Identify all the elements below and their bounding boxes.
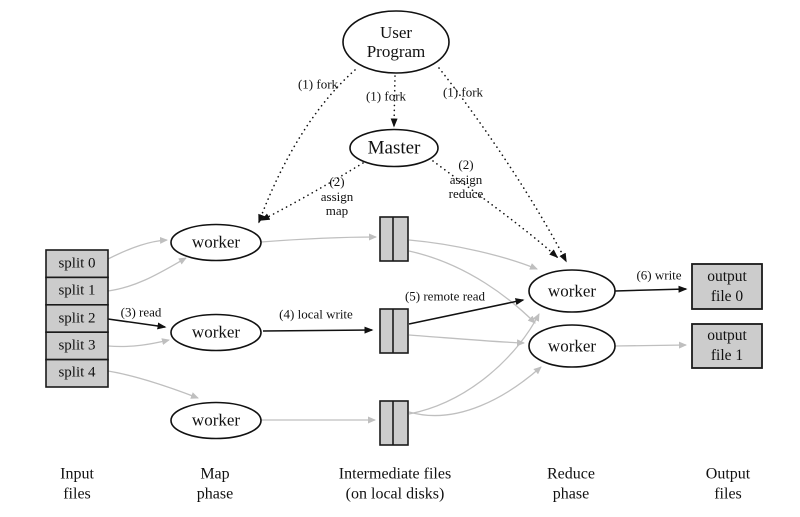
split4-box: [45, 358, 109, 388]
arrow-fork-to-map-worker: [258, 69, 356, 224]
arrow-split4-to-map-worker3: [107, 370, 199, 399]
arrow-local-write: [262, 326, 374, 334]
input-files-caption: Input files: [60, 465, 94, 503]
arrow-fork-to-reduce-worker: [438, 67, 567, 263]
arrow-read: [107, 318, 167, 330]
assign-map-label: (2) assign map: [320, 173, 354, 219]
split3-label: split 3: [58, 337, 96, 354]
map-worker3-label: worker: [191, 410, 241, 430]
master-node: [349, 128, 439, 168]
arrow-fork-to-master: [390, 75, 398, 128]
fork-left-label: (1) fork: [297, 76, 339, 92]
split4-label: split 4: [58, 364, 96, 381]
arrow-intermediate2-to-reduce-worker2: [408, 334, 525, 347]
arrow-map-worker1-to-intermediate1: [260, 233, 377, 243]
arrow-split1-to-map-worker1: [107, 257, 187, 292]
fork-center-label: (1) fork: [365, 88, 407, 104]
read-label: (3) read: [120, 304, 162, 320]
remote-read-label: (5) remote read: [404, 288, 486, 304]
arrow-assign-reduce: [432, 160, 559, 259]
local-write-label: (4) local write: [279, 306, 353, 322]
reduce-phase-caption: Reduce phase: [547, 465, 595, 503]
reduce-worker1-node: [528, 269, 616, 313]
output-file0-box: [691, 263, 763, 310]
arrow-intermediate3-to-reduce-worker1: [408, 313, 540, 415]
split0-label: split 0: [58, 255, 96, 272]
map-worker3-node: [170, 401, 262, 440]
user-program-label: User Program: [366, 22, 426, 61]
arrow-remote-read: [408, 298, 525, 325]
arrow-intermediate1-to-reduce-worker2: [408, 250, 536, 324]
arrow-split3-to-map-worker2: [107, 338, 170, 348]
intermediate-file1-box: [379, 216, 409, 262]
split1-label: split 1: [58, 282, 96, 299]
arrow-assign-map: [260, 162, 364, 221]
arrow-intermediate1-to-reduce-worker1: [408, 239, 538, 270]
output-files-caption: Output files: [705, 465, 751, 503]
map-worker2-node: [170, 313, 262, 352]
map-phase-caption: Map phase: [196, 465, 234, 503]
master-label: Master: [367, 137, 421, 159]
output-file1-box: [691, 323, 763, 369]
arrow-write: [614, 285, 688, 293]
output-file1-label: output file 1: [707, 326, 747, 364]
reduce-worker2-node: [528, 324, 616, 368]
map-worker1-label: worker: [191, 232, 241, 252]
user-program-node: [342, 10, 450, 74]
reduce-worker1-label: worker: [547, 281, 597, 301]
reduce-worker2-label: worker: [547, 336, 597, 356]
map-worker1-node: [170, 223, 262, 262]
split0-box: [45, 249, 109, 279]
fork-right-label: (1) fork: [442, 84, 484, 100]
arrow-reduce-worker2-to-output1: [614, 341, 687, 349]
assign-reduce-label: (2) assign reduce: [448, 156, 484, 202]
intermediate-file3-box: [379, 400, 409, 446]
map-worker2-label: worker: [191, 322, 241, 342]
split2-label: split 2: [58, 310, 96, 327]
intermediate-file2-box: [379, 308, 409, 354]
arrow-split0-to-map-worker1: [107, 236, 168, 260]
output-file0-label: output file 0: [707, 267, 747, 305]
intermediate-files-caption: Intermediate files (on local disks): [338, 465, 452, 503]
arrow-intermediate3-to-reduce-worker2: [408, 366, 542, 417]
write-label: (6) write: [636, 267, 682, 283]
